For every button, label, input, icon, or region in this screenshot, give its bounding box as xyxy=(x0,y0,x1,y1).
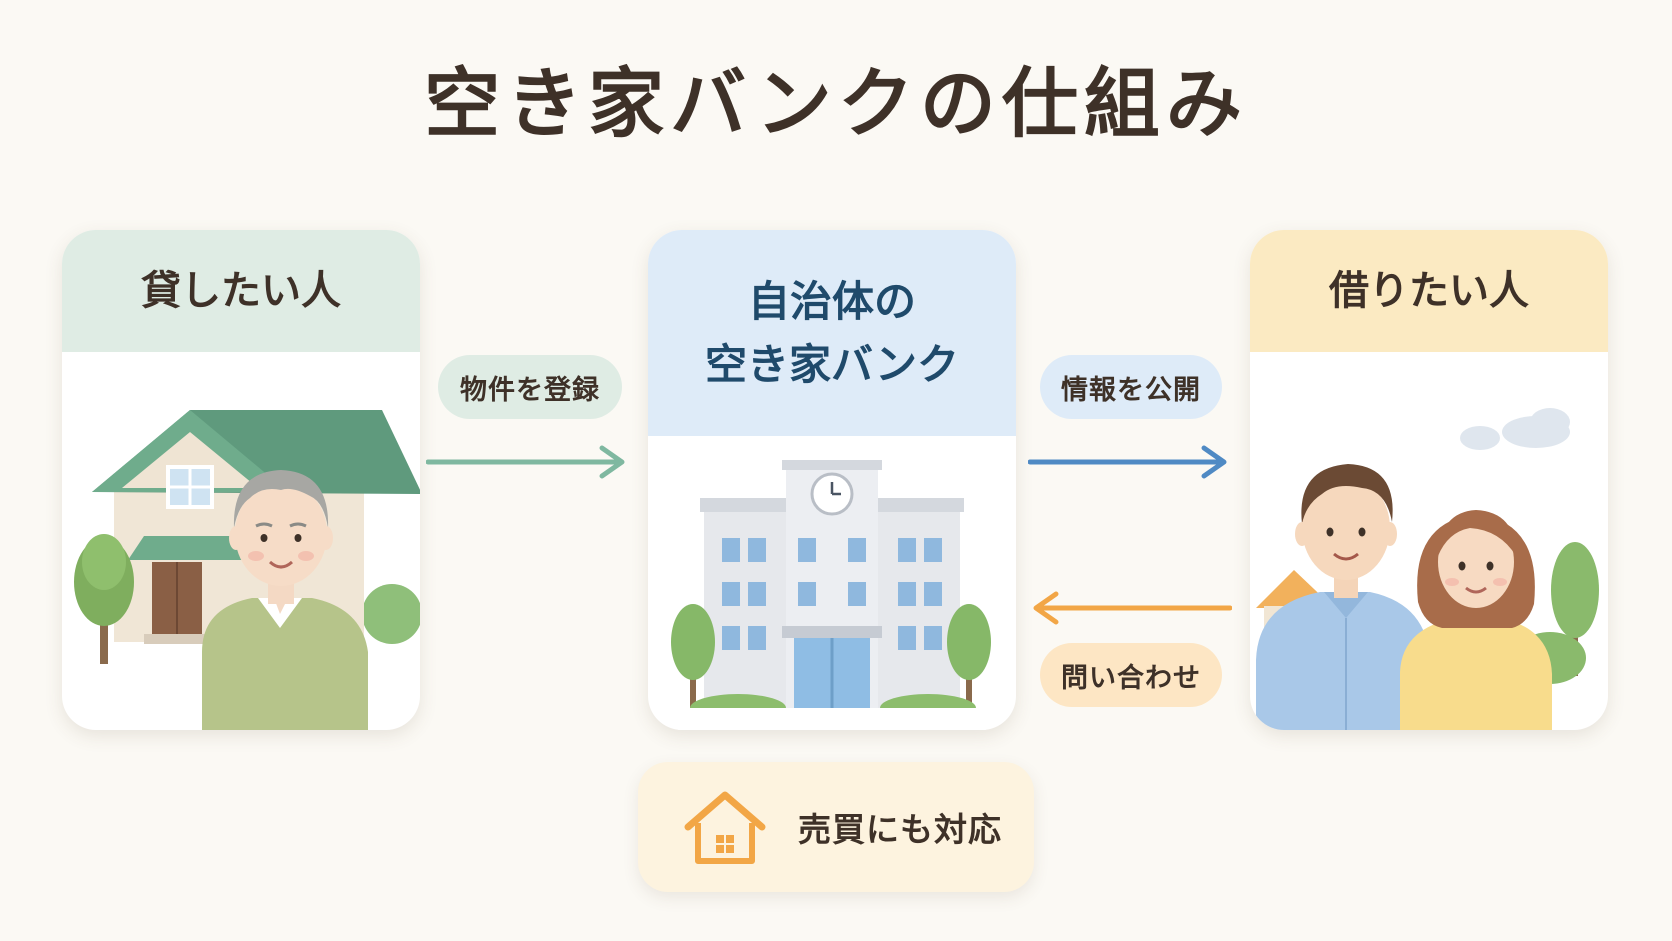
lender-illustration xyxy=(62,352,420,730)
arrow-left-icon xyxy=(1033,591,1232,625)
lender-card-header: 貸したい人 xyxy=(62,230,420,352)
arrow-right-icon xyxy=(426,445,625,479)
bank-illustration xyxy=(648,436,1016,730)
borrower-illustration xyxy=(1250,352,1608,730)
inquiry-text: 問い合わせ xyxy=(1061,662,1201,694)
register-property-label: 物件を登録 xyxy=(438,355,622,419)
arrow-right-icon xyxy=(1028,445,1227,479)
sale-support-label: 売買にも対応 xyxy=(798,810,1002,849)
publish-info-label: 情報を公開 xyxy=(1040,355,1222,419)
borrower-label: 借りたい人 xyxy=(1329,268,1529,314)
sale-support-note: 売買にも対応 xyxy=(638,762,1034,892)
municipal-bank-card: 自治体の 空き家バンク xyxy=(648,230,1016,730)
lender-label: 貸したい人 xyxy=(141,268,341,314)
house-with-elderly-man-illustration xyxy=(74,410,420,730)
lender-card: 貸したい人 xyxy=(62,230,420,730)
house-icon xyxy=(684,791,766,864)
city-hall-building-illustration xyxy=(671,460,991,730)
borrower-card-header: 借りたい人 xyxy=(1250,230,1608,352)
inquiry-label: 問い合わせ xyxy=(1040,643,1222,707)
bank-card-header: 自治体の 空き家バンク xyxy=(648,230,1016,436)
bank-label-line2: 空き家バンク xyxy=(704,340,960,389)
register-property-text: 物件を登録 xyxy=(460,374,600,406)
bank-label-line1: 自治体の xyxy=(747,277,916,326)
young-couple-illustration xyxy=(1256,408,1599,730)
borrower-card: 借りたい人 xyxy=(1250,230,1608,730)
page-title: 空き家バンクの仕組み xyxy=(424,59,1248,148)
publish-info-text: 情報を公開 xyxy=(1061,374,1201,406)
